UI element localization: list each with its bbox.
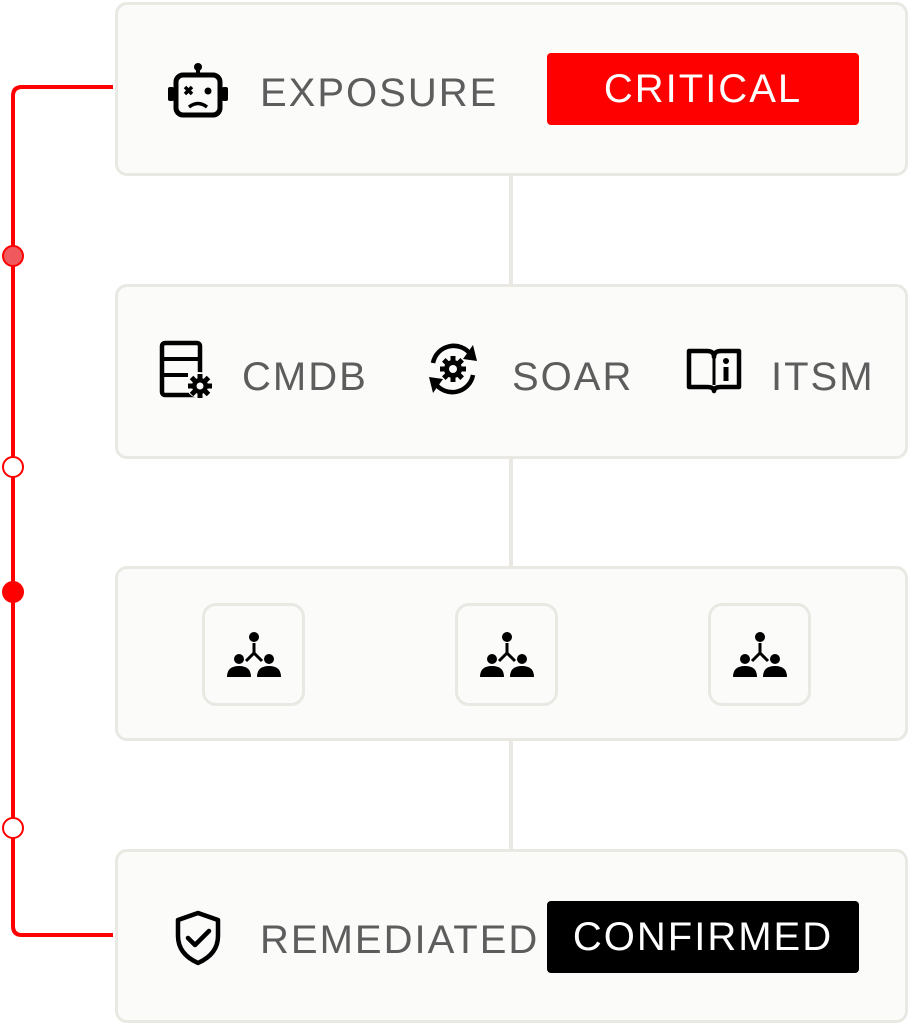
database-gear-icon xyxy=(159,340,212,398)
connector-3 xyxy=(509,740,513,852)
team-tile-1 xyxy=(202,603,305,706)
integration-label-cmdb: CMDB xyxy=(242,355,368,399)
team-hierarchy-icon xyxy=(732,631,787,677)
remediation-card: REMEDIATED CONFIRMED xyxy=(115,849,908,1023)
team-hierarchy-icon xyxy=(226,631,281,677)
team-hierarchy-icon xyxy=(479,631,534,677)
team-tile-2 xyxy=(455,603,558,706)
timeline-node-2 xyxy=(2,456,24,478)
shield-check-icon xyxy=(175,910,221,966)
team-tile-3 xyxy=(708,603,811,706)
integration-label-soar: SOAR xyxy=(512,355,634,399)
timeline-node-1 xyxy=(2,245,24,267)
exposure-label: EXPOSURE xyxy=(260,71,499,115)
integration-label-itsm: ITSM xyxy=(771,355,875,399)
robot-sad-icon xyxy=(168,63,228,118)
timeline-node-4 xyxy=(2,817,24,839)
progress-timeline xyxy=(2,85,113,937)
connector-1 xyxy=(509,175,513,285)
timeline-node-3 xyxy=(2,581,24,603)
connector-2 xyxy=(509,458,513,568)
refresh-gear-icon xyxy=(429,343,477,395)
info-book-icon xyxy=(686,348,742,394)
severity-badge: CRITICAL xyxy=(547,53,859,125)
integrations-card: CMDB SOAR ITSM xyxy=(115,284,908,459)
teams-card xyxy=(115,566,908,741)
exposure-card: EXPOSURE CRITICAL xyxy=(115,2,908,176)
remediation-label: REMEDIATED xyxy=(260,918,540,962)
status-badge: CONFIRMED xyxy=(547,901,859,973)
